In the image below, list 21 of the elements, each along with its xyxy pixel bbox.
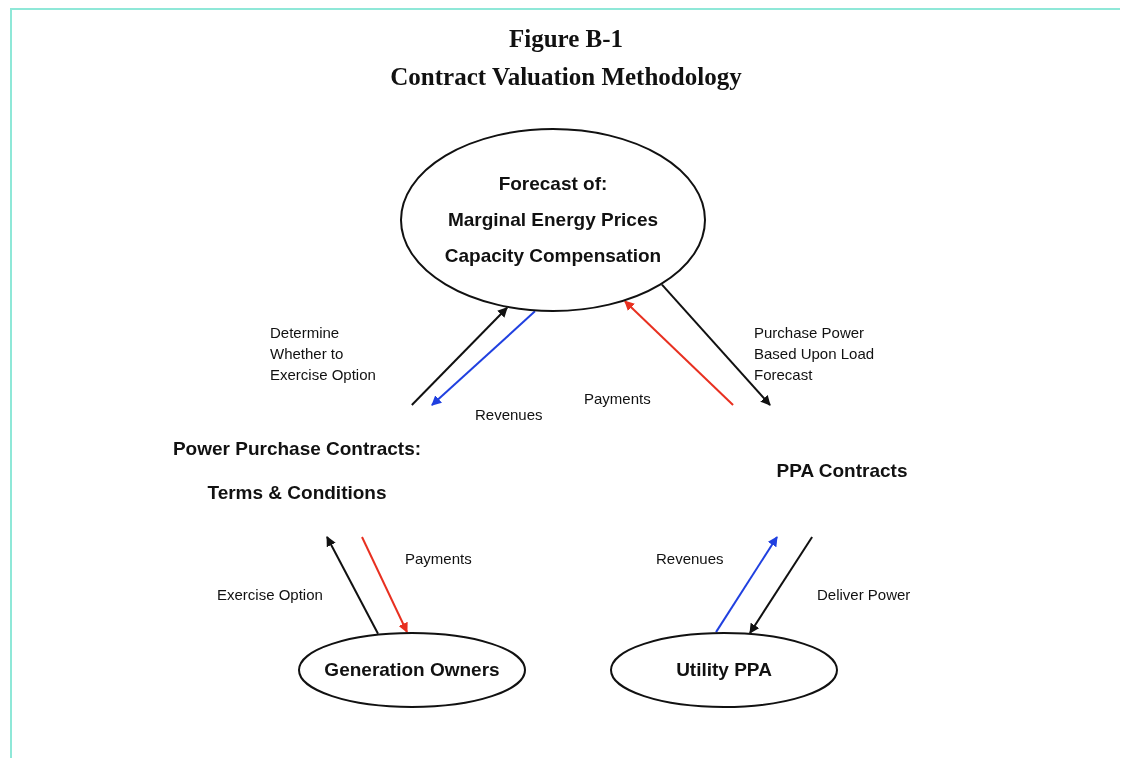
- node-text: PPA Contracts: [776, 460, 908, 482]
- arrow: [623, 300, 735, 406]
- arrow: [361, 536, 408, 634]
- arrow: [660, 283, 771, 406]
- ellipse-node: [400, 128, 706, 312]
- node-text: Capacity Compensation: [444, 245, 662, 267]
- node-text: Power Purchase Contracts:: [172, 438, 422, 460]
- node-text: Generation Owners: [324, 659, 500, 681]
- node-text: Utility PPA: [676, 659, 772, 681]
- arrow: [410, 306, 509, 406]
- node-text: Forecast of:: [498, 173, 608, 195]
- node-text: Marginal Energy Prices: [447, 209, 659, 231]
- arrow: [749, 536, 814, 634]
- ellipse-node: [610, 632, 838, 708]
- arrow: [326, 536, 380, 635]
- node-text: Terms & Conditions: [207, 482, 387, 504]
- figure-title: Figure B-1: [508, 24, 624, 54]
- arrow: [715, 536, 778, 634]
- ellipse-node: [298, 632, 526, 708]
- figure-subtitle: Contract Valuation Methodology: [390, 62, 742, 92]
- arrow: [430, 310, 536, 406]
